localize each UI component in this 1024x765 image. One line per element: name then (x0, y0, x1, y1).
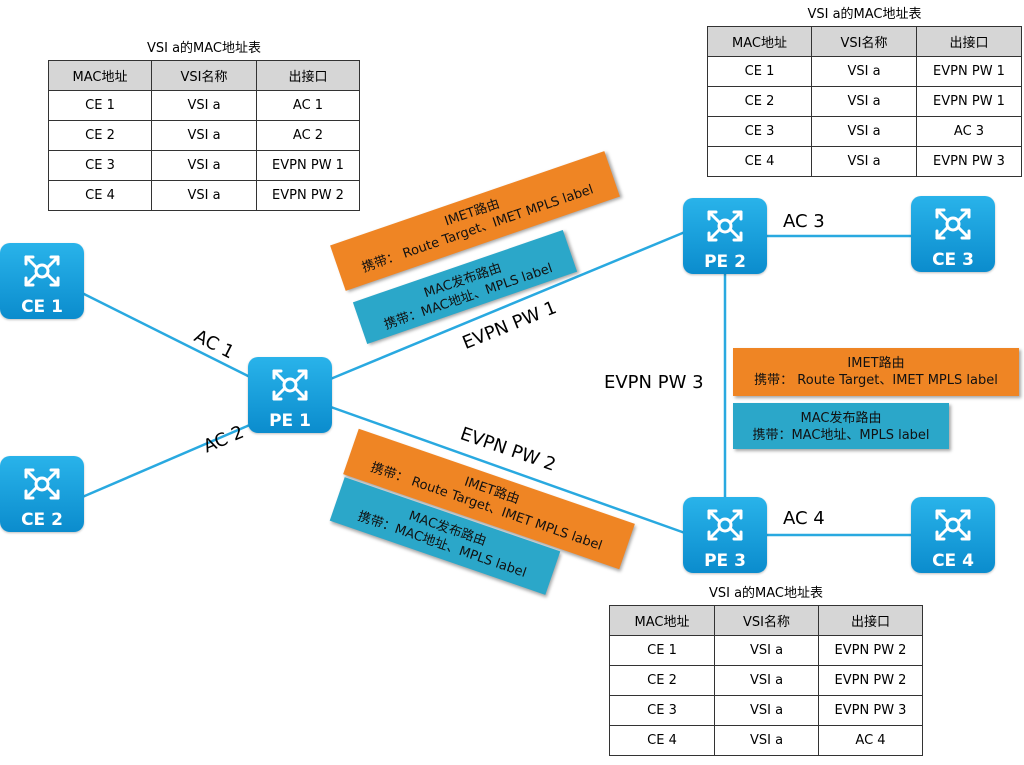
device-label: PE 3 (704, 551, 746, 571)
col-mac: MAC地址 (48, 60, 152, 91)
cell: VSI a (714, 695, 819, 726)
device-pe3[interactable]: PE 3 (683, 497, 767, 573)
cell: VSI a (811, 146, 917, 177)
cell: CE 4 (48, 180, 152, 211)
cell: VSI a (811, 116, 917, 147)
mac-route-title: MAC发布路由 (800, 411, 882, 426)
cell: VSI a (151, 180, 257, 211)
router-icon (707, 509, 743, 541)
imet-route-title: IMET路由 (847, 356, 905, 371)
cell: AC 1 (256, 90, 360, 121)
cell: AC 3 (916, 116, 1022, 147)
router-icon (935, 208, 971, 240)
col-mac: MAC地址 (609, 605, 715, 636)
device-label: CE 2 (21, 510, 63, 530)
cell: VSI a (151, 90, 257, 121)
imet-route-box-pw3: IMET路由 携带： Route Target、IMET MPLS label (733, 348, 1019, 396)
mac-table-title: VSI a的MAC地址表 (807, 7, 922, 22)
cell: CE 1 (48, 90, 152, 121)
link-ce1-pe1 (79, 290, 253, 380)
router-icon (935, 509, 971, 541)
cell: VSI a (811, 56, 917, 87)
router-icon (707, 210, 743, 242)
device-pe1[interactable]: PE 1 (248, 357, 332, 433)
device-label: PE 1 (269, 411, 311, 431)
device-ce2[interactable]: CE 2 (0, 456, 84, 532)
cell: CE 1 (707, 56, 812, 87)
col-port: 出接口 (818, 605, 923, 636)
col-vsi: VSI名称 (714, 605, 819, 636)
imet-route-body: 携带： Route Target、IMET MPLS label (754, 373, 998, 388)
device-label: CE 4 (932, 551, 974, 571)
mac-route-body: 携带：MAC地址、MPLS label (752, 428, 930, 443)
link-label-ac3: AC 3 (783, 211, 825, 232)
device-label: PE 2 (704, 252, 746, 272)
link-pe1-pe3 (327, 404, 686, 535)
cell: VSI a (811, 86, 917, 117)
cell: CE 2 (707, 86, 812, 117)
cell: VSI a (714, 635, 819, 666)
device-ce3[interactable]: CE 3 (911, 196, 995, 272)
link-ce2-pe1 (79, 422, 253, 500)
cell: EVPN PW 2 (818, 665, 923, 696)
link-label-ac4: AC 4 (783, 508, 825, 529)
router-icon (24, 468, 60, 500)
mac-table-title: VSI a的MAC地址表 (146, 41, 262, 56)
device-pe2[interactable]: PE 2 (683, 198, 767, 274)
cell: CE 4 (707, 146, 812, 177)
cell: AC 2 (256, 120, 360, 151)
cell: EVPN PW 2 (818, 635, 923, 666)
cell: CE 1 (609, 635, 715, 666)
col-port: 出接口 (916, 26, 1022, 57)
router-icon (272, 369, 308, 401)
cell: CE 3 (609, 695, 715, 726)
col-port: 出接口 (256, 60, 360, 91)
col-vsi: VSI名称 (811, 26, 917, 57)
cell: EVPN PW 3 (916, 146, 1022, 177)
cell: CE 2 (48, 120, 152, 151)
mac-table-title: VSI a的MAC地址表 (708, 586, 824, 601)
device-label: CE 3 (932, 250, 974, 270)
link-label-pw3: EVPN PW 3 (604, 372, 704, 393)
cell: EVPN PW 1 (916, 86, 1022, 117)
device-ce1[interactable]: CE 1 (0, 243, 84, 319)
cell: EVPN PW 3 (818, 695, 923, 726)
cell: CE 3 (48, 150, 152, 181)
cell: CE 4 (609, 725, 715, 756)
router-icon (24, 255, 60, 287)
mac-route-box-pw3: MAC发布路由 携带：MAC地址、MPLS label (733, 403, 949, 449)
cell: CE 3 (707, 116, 812, 147)
col-vsi: VSI名称 (151, 60, 257, 91)
device-label: CE 1 (21, 297, 63, 317)
cell: VSI a (714, 725, 819, 756)
cell: EVPN PW 1 (256, 150, 360, 181)
cell: VSI a (714, 665, 819, 696)
cell: AC 4 (818, 725, 923, 756)
cell: VSI a (151, 150, 257, 181)
col-mac: MAC地址 (707, 26, 812, 57)
device-ce4[interactable]: CE 4 (911, 497, 995, 573)
link-pe1-pe2 (327, 230, 686, 382)
cell: EVPN PW 2 (256, 180, 360, 211)
cell: CE 2 (609, 665, 715, 696)
cell: EVPN PW 1 (916, 56, 1022, 87)
cell: VSI a (151, 120, 257, 151)
